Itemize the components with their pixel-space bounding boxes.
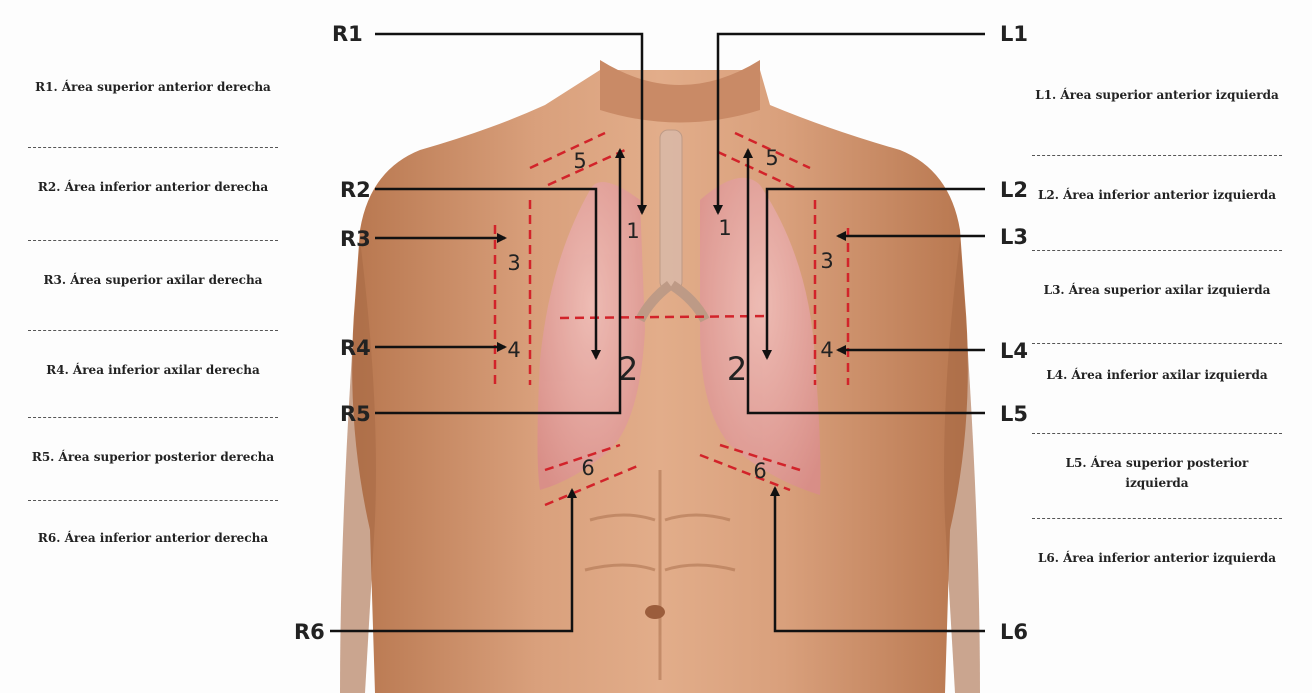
zone-number-r4: 4 — [507, 338, 520, 362]
zone-number-l6: 6 — [753, 459, 766, 483]
callout-r1: R1 — [332, 22, 363, 46]
zone-number-l4: 4 — [820, 338, 833, 362]
callout-r3: R3 — [340, 227, 371, 251]
zone-number-l1: 1 — [718, 216, 731, 240]
callout-l5: L5 — [1000, 402, 1028, 426]
zone-number-r1: 1 — [626, 219, 639, 243]
callout-l4: L4 — [1000, 339, 1028, 363]
callout-l6: L6 — [1000, 620, 1028, 644]
zone-number-r5: 5 — [573, 149, 586, 173]
zone-number-l5: 5 — [765, 146, 778, 170]
callout-l2: L2 — [1000, 178, 1028, 202]
callout-r2: R2 — [340, 178, 371, 202]
callout-r4: R4 — [340, 336, 371, 360]
zone-number-l2: 2 — [727, 350, 747, 388]
navel — [645, 605, 665, 619]
zone-number-l3: 3 — [820, 249, 833, 273]
trachea — [660, 130, 682, 290]
zone-number-r3: 3 — [507, 251, 520, 275]
callout-r6: R6 — [294, 620, 325, 644]
callout-r5: R5 — [340, 402, 371, 426]
zone-number-r6: 6 — [581, 456, 594, 480]
callout-l3: L3 — [1000, 225, 1028, 249]
callout-l1: L1 — [1000, 22, 1028, 46]
